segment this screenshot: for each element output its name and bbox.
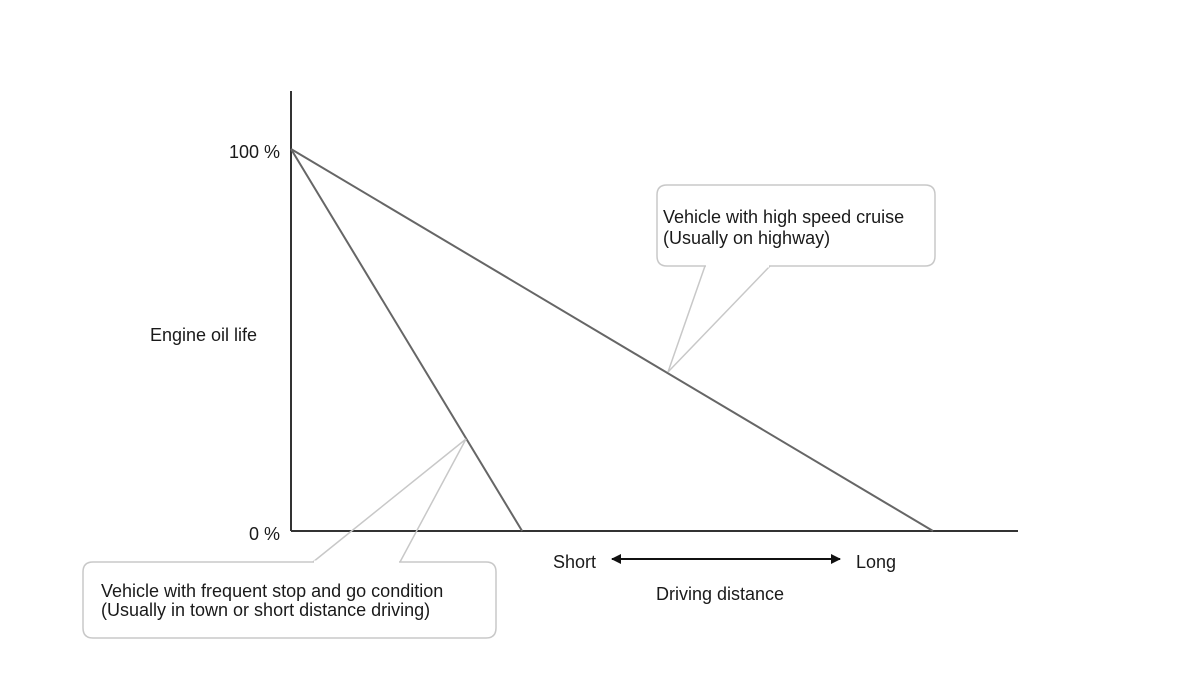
y-tick-0: 0 %	[248, 524, 280, 544]
callout-layer	[82, 184, 936, 639]
highway-callout-bubble	[656, 184, 936, 267]
highway-callout-pointer	[667, 265, 771, 373]
town-callout-line1: Vehicle with frequent stop and go condit…	[101, 581, 444, 601]
town-callout-line2: (Usually in town or short distance drivi…	[101, 600, 431, 620]
town-callout-bubble	[82, 561, 497, 639]
highway-callout-line2: (Usually on highway)	[663, 228, 831, 248]
town-callout-pointer	[312, 438, 467, 563]
x-axis-label: Driving distance	[656, 584, 785, 604]
x-direction-short: Short	[553, 552, 597, 572]
highway-callout-line1: Vehicle with high speed cruise	[663, 207, 905, 227]
y-tick-100: 100 %	[228, 142, 280, 162]
series-layer	[290, 148, 934, 532]
y-axis-label: Engine oil life	[150, 325, 258, 345]
x-direction-long: Long	[856, 552, 897, 572]
series-line-1	[290, 148, 934, 532]
series-line-0	[290, 148, 523, 532]
